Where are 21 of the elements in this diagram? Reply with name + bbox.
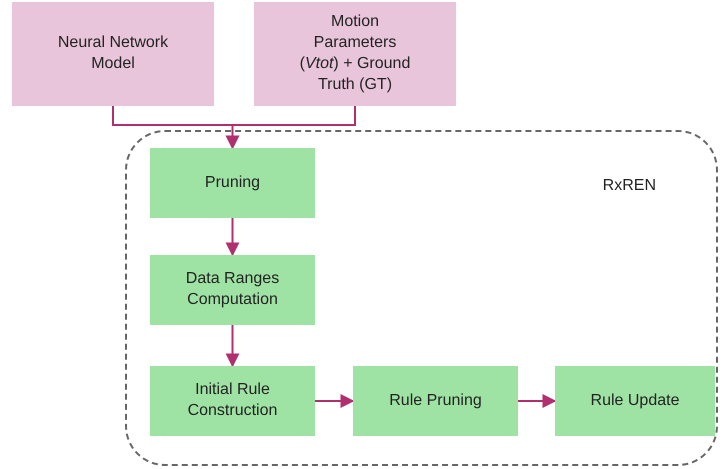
box-label: Initial Rule Construction xyxy=(186,380,278,421)
process-box xyxy=(150,255,315,325)
arrow xyxy=(226,106,356,150)
box-label: Motion Parameters (Vtot) + Ground Truth (GT) xyxy=(298,12,412,95)
arrow xyxy=(226,218,240,256)
process-box xyxy=(555,366,715,436)
process-box xyxy=(150,148,315,218)
process-box xyxy=(353,366,518,436)
box-label: Data Ranges Computation xyxy=(184,269,280,310)
arrow xyxy=(518,394,556,408)
dashed-region xyxy=(125,130,718,466)
box-label: Pruning xyxy=(204,172,260,193)
region-title: RxREN xyxy=(602,176,656,196)
box-label: Rule Pruning xyxy=(389,390,482,411)
arrow xyxy=(226,325,240,368)
box-label: Rule Update xyxy=(590,390,680,411)
box-label: Neural Network Model xyxy=(56,33,170,74)
arrow xyxy=(315,394,354,408)
process-box xyxy=(150,366,315,436)
input-box xyxy=(254,2,456,106)
input-box xyxy=(12,2,214,106)
